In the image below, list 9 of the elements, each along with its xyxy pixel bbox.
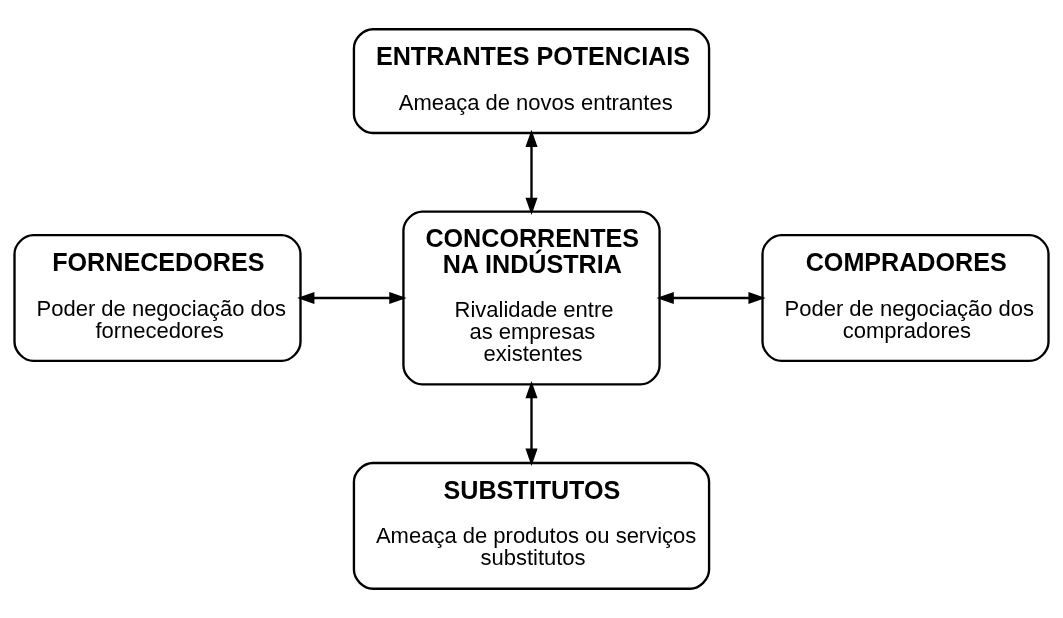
arrow bbox=[525, 380, 538, 466]
node-box: SUBSTITUTOS Ameaça de produtos ou serviços substitutos bbox=[352, 461, 711, 590]
arrow bbox=[656, 291, 766, 305]
node-box: FORNECEDORES Poder de negociação dos fornecedores bbox=[13, 233, 302, 363]
node-box: COMPRADORES Poder de negociação dos compradores bbox=[761, 233, 1050, 363]
arrow bbox=[297, 291, 407, 305]
node-box: ENTRANTES POTENCIAIS Ameaça de novos entrantes bbox=[352, 28, 711, 135]
arrow bbox=[525, 129, 538, 216]
node-box: CONCORRENTES NA INDÚSTRIA Rivalidade entre as empresas existentes bbox=[402, 210, 661, 386]
